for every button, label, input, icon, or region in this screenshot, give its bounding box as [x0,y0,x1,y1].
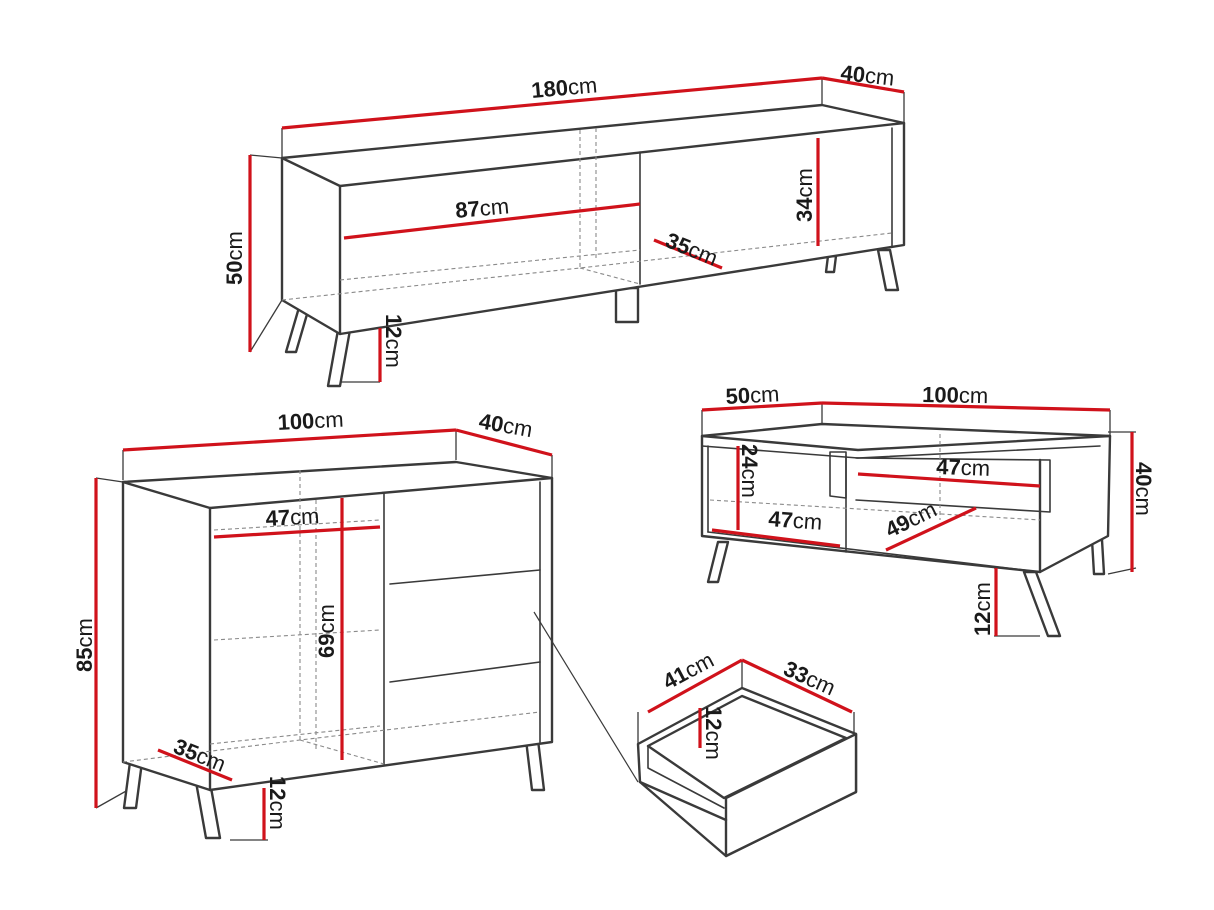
tv-compartment-width-label: 87cm [454,193,510,223]
sideboard-shelf-width-line [213,525,381,539]
sideboard-inner-depth-line [157,748,233,782]
tv-width-line [281,76,823,130]
coffee-drawer-width-line [857,472,1041,488]
tv-depth-label: 40cm [839,60,895,90]
drawer-front-panel [724,732,858,858]
sideboard-leg-left-back [122,760,144,810]
sideboard-depth-line [455,428,553,457]
sideboard-height-label: 85cm [72,618,97,672]
coffee-shelf-width-line [711,528,841,548]
coffee-table-drawer-slot [829,451,847,499]
drawer-height-label: 12cm [701,706,726,760]
drawer [636,660,858,858]
sideboard [95,430,554,841]
coffee-table-leg-front [1022,570,1062,638]
coffee-depth-label: 50cm [725,381,780,409]
tv-leg-right-front [876,248,900,292]
coffee-shelf-width-label: 47cm [768,506,823,535]
drawer-detail-leader [533,611,639,783]
drawer-depth-label: 33cm [780,656,839,701]
sideboard-shelf-width-label: 47cm [265,503,320,531]
tv-leg-right-back [824,254,838,274]
coffee-table-leg-left [706,540,730,584]
sideboard-width-label: 100cm [277,407,344,435]
tv-compartment-depth-line [653,238,723,270]
drawer-width-line [647,658,743,714]
tv-compartment-width-line [343,202,641,240]
tv-leg-center [614,286,640,324]
coffee-shelf-depth-line [885,506,977,552]
coffee-drawer-width-label: 47cm [936,454,991,481]
drawer-width-label: 41cm [659,647,718,694]
coffee-depth-line [701,401,823,412]
coffee-height-label: 40cm [1131,462,1156,516]
coffee-table [700,403,1137,638]
sideboard-width-line [122,428,457,452]
coffee-compartment-height-label: 24cm [737,444,762,498]
coffee-width-label: 100cm [922,382,988,408]
tv-leg-height-label: 12cm [381,314,406,368]
tv-height-label: 50cm [222,231,247,285]
sideboard-leg-right-front [524,738,546,792]
sideboard-inner-height-label: 69cm [314,604,339,658]
tv-depth-line [821,76,905,94]
sideboard-leg-height-label: 12cm [265,776,290,830]
drawer-depth-line [741,658,853,714]
coffee-table-body [700,422,1112,574]
tv-width-label: 180cm [530,72,598,103]
tv-leg-left-front [326,328,352,388]
coffee-table-leg-right [1090,538,1106,576]
sideboard-depth-label: 40cm [477,408,534,442]
tv-unit [249,78,906,388]
coffee-leg-height-label: 12cm [970,582,995,636]
coffee-width-line [821,401,1111,412]
tv-compartment-height-label: 34cm [792,168,817,222]
